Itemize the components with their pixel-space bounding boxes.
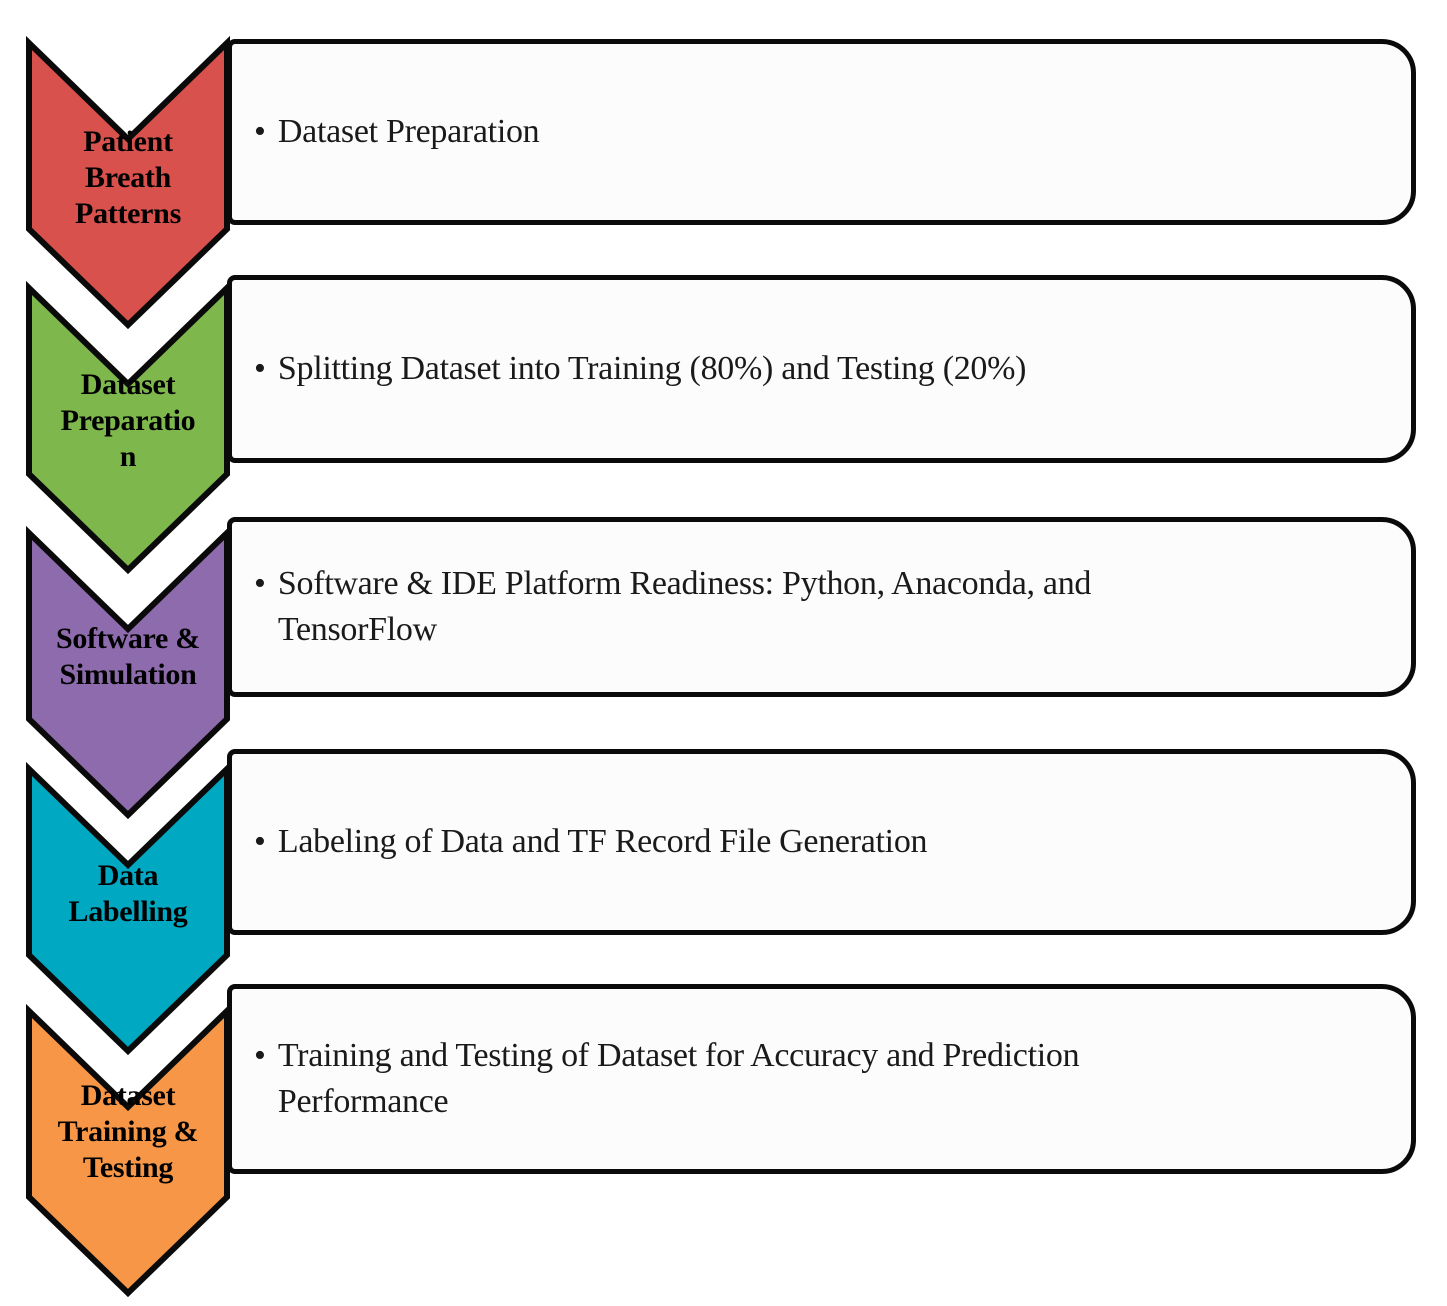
chevron-arrow-data-labelling — [26, 761, 230, 1058]
step-box-data-labelling: • Labeling of Data and TF Record File Ge… — [227, 749, 1416, 935]
chevron-label-data-labelling: Data Labelling — [68, 859, 188, 928]
step-box-text-line1: Software & IDE Platform Readiness: Pytho… — [277, 565, 1092, 602]
chevron-label-dataset-preparation: Dataset Preparatio n — [60, 368, 196, 473]
step-box-text-line2: Performance — [277, 1083, 449, 1120]
chevron-arrow-dataset-preparation — [26, 280, 230, 577]
step-box-software-simulation: • Software & IDE Platform Readiness: Pyt… — [227, 517, 1416, 697]
step-box-text-line1: Training and Testing of Dataset for Accu… — [277, 1037, 1080, 1074]
chevron-arrow-patient-breath-patterns — [26, 35, 230, 332]
step-box-dataset-training-testing: • Training and Testing of Dataset for Ac… — [227, 984, 1416, 1174]
chevron-down-icon — [26, 761, 230, 1056]
chevron-down-icon — [26, 35, 230, 330]
chevron-label-software-simulation: Software & Simulation — [56, 622, 200, 691]
chevron-label-dataset-training-testing: Dataset Training & Testing — [57, 1079, 199, 1184]
step-box-text-line2: TensorFlow — [277, 611, 437, 648]
chevron-arrow-software-simulation — [26, 525, 230, 822]
chevron-arrow-dataset-training-testing — [26, 1003, 230, 1300]
bullet-glyph: • — [254, 350, 266, 387]
chevron-down-icon — [26, 280, 230, 575]
step-box-text: Splitting Dataset into Training (80%) an… — [277, 350, 1027, 387]
chevron-down-icon — [26, 525, 230, 820]
bullet-glyph: • — [254, 113, 266, 150]
chevron-label-patient-breath-patterns: Patient Breath Patterns — [75, 125, 181, 230]
step-box-text: Dataset Preparation — [277, 113, 540, 150]
bullet-glyph: • — [254, 1037, 266, 1074]
step-box-dataset-preparation: • Splitting Dataset into Training (80%) … — [227, 275, 1416, 463]
step-box-patient-breath-patterns: • Dataset Preparation — [227, 39, 1416, 225]
step-box-text: Labeling of Data and TF Record File Gene… — [277, 823, 928, 860]
chevron-down-icon — [26, 1003, 230, 1298]
bullet-glyph: • — [254, 823, 266, 860]
bullet-glyph: • — [254, 565, 266, 602]
